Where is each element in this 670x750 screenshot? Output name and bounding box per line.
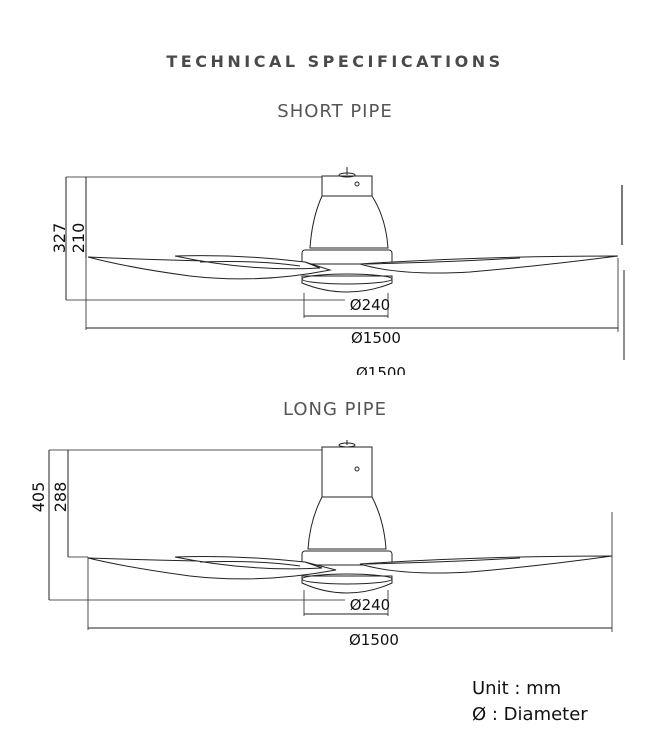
short-pipe-heading: SHORT PIPE	[277, 101, 393, 122]
short-pipe-labels: 327 210 Ø240 Ø1500 Ø1500	[50, 223, 406, 382]
short-body-height-label: 210	[69, 223, 88, 254]
short-light-diameter-label: Ø240	[350, 296, 390, 314]
long-body-height-label: 288	[51, 482, 70, 513]
short-pipe-drawing	[65, 167, 625, 360]
short-total-height-label: 327	[50, 223, 69, 254]
blade-right	[359, 255, 619, 274]
long-pipe-labels: 405 288 Ø240 Ø1500	[29, 482, 399, 649]
long-light-diameter-label: Ø240	[350, 596, 390, 614]
blade-right	[359, 555, 613, 574]
short-ghost-span-label: Ø1500	[356, 364, 406, 382]
motor-body	[307, 496, 387, 550]
legend-unit: Unit : mm	[472, 678, 562, 699]
long-pipe-heading: LONG PIPE	[282, 399, 388, 420]
motor-body	[309, 195, 389, 249]
legend-diameter: Ø : Diameter	[472, 704, 588, 725]
motor-cap	[321, 175, 373, 197]
long-span-diameter-label: Ø1500	[349, 631, 399, 649]
pipe-housing	[321, 446, 373, 498]
long-total-height-label: 405	[29, 482, 48, 513]
page-title: TECHNICAL SPECIFICATIONS	[166, 52, 504, 71]
short-span-diameter-label: Ø1500	[351, 329, 401, 347]
long-pipe-drawing	[48, 440, 613, 632]
